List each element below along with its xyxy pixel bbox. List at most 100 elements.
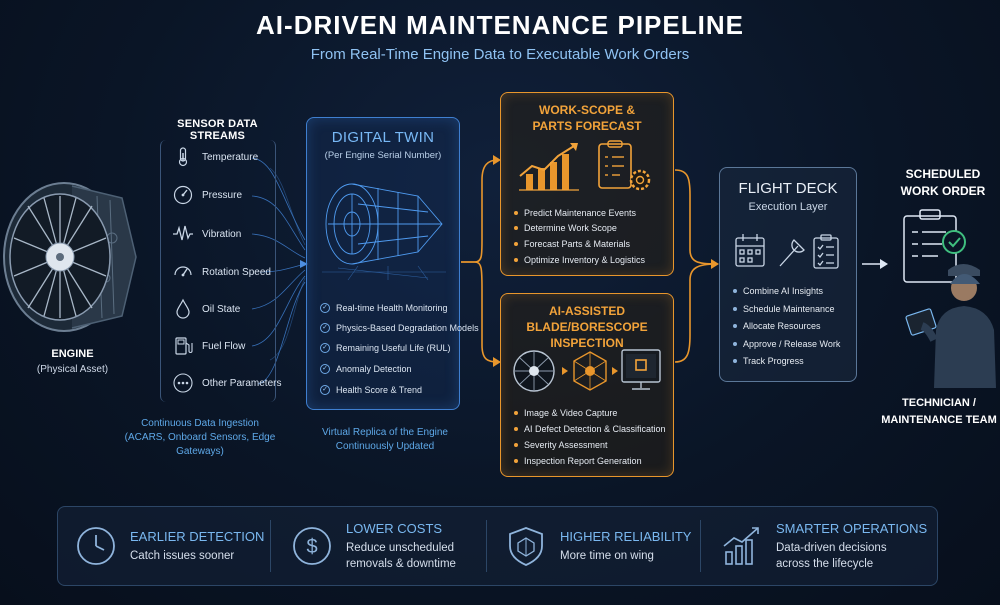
work-scope-item: Predict Maintenance Events xyxy=(514,206,636,220)
fuel-pump-icon xyxy=(172,335,194,357)
bullet-icon xyxy=(514,226,518,230)
deck-item: Allocate Resources xyxy=(733,319,821,333)
benefit-desc: removals & downtime xyxy=(346,557,456,570)
sensor-item-vibration: Vibration xyxy=(172,219,241,249)
ellipsis-icon xyxy=(172,372,194,394)
bullet-icon xyxy=(514,242,518,246)
sensor-item-oil-state: Oil State xyxy=(172,294,240,324)
svg-text:$: $ xyxy=(306,536,317,558)
flight-deck-subtitle: Execution Layer xyxy=(748,201,828,213)
sensor-label: Oil State xyxy=(202,303,241,315)
twin-item: ✓Real-time Health Monitoring xyxy=(320,300,448,316)
bullet-icon xyxy=(733,324,737,328)
benefit-earlier-detection: EARLIER DETECTION Catch issues sooner xyxy=(74,506,264,586)
engine-sublabel: (Physical Asset) xyxy=(36,364,109,375)
deck-item: Schedule Maintenance xyxy=(733,302,835,316)
sensor-item-temperature: Temperature xyxy=(172,142,258,172)
benefit-desc: More time on wing xyxy=(560,549,654,562)
speedometer-icon xyxy=(172,261,194,283)
sensor-label: Fuel Flow xyxy=(202,340,246,352)
ai-inspection-title: AI-ASSISTED BLADE/BORESCOPE INSPECTION xyxy=(526,304,648,350)
page-title: AI-DRIVEN MAINTENANCE PIPELINE xyxy=(256,10,744,40)
work-scope-item: Determine Work Scope xyxy=(514,221,617,235)
twin-caption-line1: Virtual Replica of the Engine xyxy=(321,427,448,438)
bullet-icon xyxy=(514,411,518,415)
benefit-desc: Reduce unscheduled xyxy=(346,541,455,554)
bullet-icon xyxy=(514,427,518,431)
twin-item: ✓Physics-Based Degradation Models xyxy=(320,320,479,336)
benefit-title: LOWER COSTS xyxy=(346,520,443,536)
technician-label: TECHNICIAN / MAINTENANCE TEAM xyxy=(881,397,997,426)
bullet-icon xyxy=(733,342,737,346)
page-subtitle: From Real-Time Engine Data to Executable… xyxy=(310,46,690,63)
twin-item: ✓Anomaly Detection xyxy=(320,361,412,377)
divider xyxy=(700,520,701,572)
growth-chart-icon xyxy=(723,527,759,565)
benefit-desc: Data-driven decisions xyxy=(776,541,887,554)
twin-caption-line2: Continuously Updated xyxy=(335,441,435,452)
clock-icon xyxy=(77,527,115,565)
bullet-icon xyxy=(733,289,737,293)
inspection-item: Inspection Report Generation xyxy=(514,454,642,468)
bullet-icon xyxy=(733,307,737,311)
inspection-item: AI Defect Detection & Classification xyxy=(514,422,666,436)
deck-item: Combine AI Insights xyxy=(733,284,823,298)
bullet-icon xyxy=(733,359,737,363)
sensor-item-fuel-flow: Fuel Flow xyxy=(172,331,245,361)
work-scope-item: Optimize Inventory & Logistics xyxy=(514,253,645,267)
bullet-icon xyxy=(514,258,518,262)
benefit-lower-costs: $ LOWER COSTS Reduce unscheduled removal… xyxy=(290,506,456,586)
technician-work-order-icon xyxy=(903,209,996,388)
sensor-item-rotation-speed: Rotation Speed xyxy=(172,257,271,287)
benefit-title: SMARTER OPERATIONS xyxy=(776,520,928,536)
deck-item: Track Progress xyxy=(733,354,804,368)
bullet-icon xyxy=(514,443,518,447)
work-scope-title: WORK-SCOPE & PARTS FORECAST xyxy=(532,103,642,133)
bar-chart-growth-icon xyxy=(519,143,579,191)
bullet-icon xyxy=(514,211,518,215)
digital-twin-panel xyxy=(306,117,460,410)
check-icon: ✓ xyxy=(320,364,330,374)
check-icon: ✓ xyxy=(320,323,330,333)
digital-twin-title: DIGITAL TWIN xyxy=(331,129,435,146)
benefit-title: HIGHER RELIABILITY xyxy=(560,528,692,544)
benefit-desc: Catch issues sooner xyxy=(130,549,235,562)
sensor-item-other-parameters: Other Parameters xyxy=(172,368,281,398)
work-order-title: SCHEDULED WORK ORDER xyxy=(900,167,986,198)
inspection-item: Severity Assessment xyxy=(514,438,608,452)
twin-caption: Virtual Replica of the Engine Continuous… xyxy=(300,426,470,454)
sensor-item-pressure: Pressure xyxy=(172,180,242,210)
sensor-label: Pressure xyxy=(202,189,243,201)
inspection-workflow-icon xyxy=(513,349,661,392)
benefits-bar xyxy=(57,506,938,586)
checklist-gear-icon xyxy=(598,140,651,191)
ai-inspection-panel xyxy=(500,293,674,477)
benefit-title: EARLIER DETECTION xyxy=(130,528,265,544)
shield-icon xyxy=(509,527,543,566)
sensor-label: Temperature xyxy=(202,151,259,163)
ingestion-caption-line2: (ACARS, Onboard Sensors, Edge Gateways) xyxy=(124,432,276,457)
twin-item: ✓Health Score & Trend xyxy=(320,382,422,398)
benefit-smarter-operations: SMARTER OPERATIONS Data-driven decisions… xyxy=(720,506,927,586)
sensor-label: Rotation Speed xyxy=(202,266,271,278)
sensor-label: Vibration xyxy=(202,228,242,240)
deck-item: Approve / Release Work xyxy=(733,337,840,351)
divider xyxy=(486,520,487,572)
pressure-gauge-icon xyxy=(172,184,194,206)
flight-deck-title: FLIGHT DECK xyxy=(738,180,838,197)
ingestion-caption-line1: Continuous Data Ingestion xyxy=(141,418,259,429)
turbofan-engine-icon xyxy=(3,182,137,332)
waveform-icon xyxy=(172,223,194,245)
inspection-item: Image & Video Capture xyxy=(514,406,617,420)
bullet-icon xyxy=(514,459,518,463)
oil-drop-icon xyxy=(172,298,194,320)
check-icon: ✓ xyxy=(320,343,330,353)
sensor-label: Other Parameters xyxy=(202,377,282,389)
sensor-list-frame xyxy=(160,140,276,402)
thermometer-icon xyxy=(172,146,194,168)
benefit-higher-reliability: HIGHER RELIABILITY More time on wing xyxy=(504,506,691,586)
wireframe-engine-icon xyxy=(322,183,446,281)
sensor-streams-heading: SENSOR DATA STREAMS xyxy=(177,118,258,142)
check-icon: ✓ xyxy=(320,385,330,395)
